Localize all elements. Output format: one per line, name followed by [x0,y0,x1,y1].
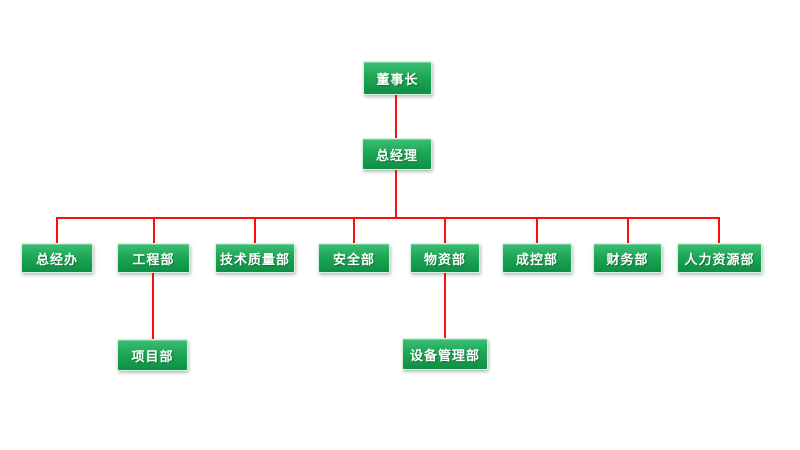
org-node-label: 人力资源部 [684,251,755,267]
org-node-engineering: 工程部 [117,243,190,273]
org-node-label: 成控部 [515,251,558,267]
org-node-general-manager: 总经理 [362,138,432,170]
org-node-project: 项目部 [117,339,188,371]
org-node-label: 设备管理部 [409,347,480,363]
org-node-equipment-management: 设备管理部 [402,338,488,370]
connector-stub-tech-quality [254,217,256,243]
org-node-label: 总经理 [375,147,418,163]
org-node-safety: 安全部 [318,243,390,273]
org-node-label: 技术质量部 [219,251,290,267]
connector-stub-general-office [56,217,58,243]
org-node-general-office: 总经办 [21,243,93,273]
connector-stub-finance [627,217,629,243]
connector-stub-human-resources [718,217,720,243]
org-node-label: 安全部 [332,251,375,267]
org-node-label: 项目部 [131,348,174,364]
connector-stub-engineering [153,217,155,243]
org-node-materials: 物资部 [410,243,480,273]
org-node-label: 总经办 [35,251,78,267]
org-node-label: 物资部 [423,251,466,267]
connector-chairman-gm [395,95,397,138]
connector-stub-cost-control [536,217,538,243]
org-node-chairman: 董事长 [363,61,432,95]
connector-gm-bus [395,170,397,218]
connector-stub-materials [444,217,446,243]
org-node-label: 工程部 [132,251,175,267]
org-node-label: 财务部 [606,251,649,267]
connector-engineering-project [152,273,154,339]
connector-stub-safety [353,217,355,243]
org-node-finance: 财务部 [593,243,662,273]
org-node-cost-control: 成控部 [502,243,572,273]
org-node-label: 董事长 [376,71,419,87]
connector-bus [56,217,720,219]
org-node-human-resources: 人力资源部 [677,243,762,273]
connector-materials-equipment [444,273,446,338]
org-node-tech-quality: 技术质量部 [215,243,295,273]
